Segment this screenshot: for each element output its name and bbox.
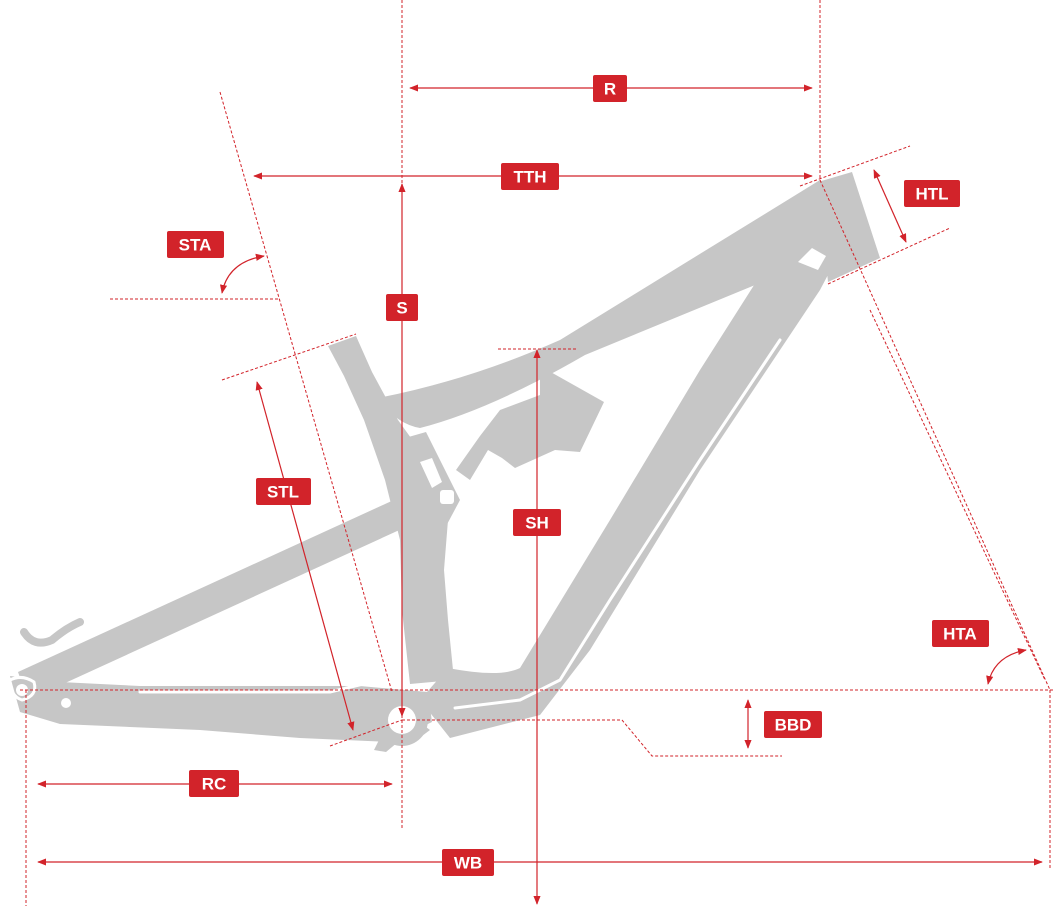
svg-text:R: R	[604, 80, 616, 99]
label-sh: SH	[513, 509, 561, 536]
htl-arrow	[873, 169, 907, 243]
rocker-bolt-window	[440, 490, 454, 504]
svg-text:HTA: HTA	[943, 625, 977, 644]
svg-text:SH: SH	[525, 514, 549, 533]
chainstay-guard-outline	[138, 670, 402, 694]
rear-dropout-hook	[20, 618, 84, 647]
headtube-bottom-cap	[827, 227, 951, 285]
rocker-window	[420, 458, 442, 488]
label-hta: HTA	[932, 620, 989, 647]
svg-text:RC: RC	[202, 775, 227, 794]
svg-text:TTH: TTH	[513, 168, 546, 187]
label-rc: RC	[189, 770, 239, 797]
bb-bottom-cap	[329, 719, 403, 747]
svg-text:HTL: HTL	[915, 185, 948, 204]
svg-text:WB: WB	[454, 854, 482, 873]
bb-drop-reference	[402, 719, 782, 757]
hta-angle-arc	[986, 647, 1027, 685]
seat-tube	[328, 336, 454, 684]
steering-axis	[819, 179, 1051, 691]
headtube-cable-port	[798, 248, 826, 270]
downtube-guard-outline	[453, 338, 782, 710]
label-wb: WB	[442, 849, 494, 876]
seat-stay	[18, 488, 430, 700]
link-pivot-hole	[573, 369, 583, 379]
label-htl: HTL	[904, 180, 960, 207]
axle-outline	[8, 675, 37, 702]
label-stl: STL	[256, 478, 311, 505]
rear-shock	[456, 366, 604, 480]
svg-text:STA: STA	[179, 236, 212, 255]
label-s: S	[386, 294, 418, 321]
label-bbd: BBD	[764, 711, 822, 738]
label-sta: STA	[167, 231, 224, 258]
top-tube	[378, 180, 840, 428]
headtube-top-cap	[799, 145, 911, 187]
seat-tube-top-cap	[221, 333, 357, 381]
bike-frame-silhouette	[8, 172, 880, 752]
stl-arrow	[255, 381, 355, 731]
down-tube	[420, 218, 840, 738]
label-r: R	[593, 75, 627, 102]
label-tth: TTH	[501, 163, 559, 190]
sta-angle-arc	[220, 253, 265, 294]
chainstay-pivot-hole	[61, 698, 71, 708]
svg-text:BBD: BBD	[775, 716, 812, 735]
svg-text:S: S	[396, 299, 407, 318]
dimension-arrows	[37, 84, 1043, 905]
steering-axis-extension	[869, 309, 1046, 681]
svg-text:STL: STL	[267, 483, 299, 502]
dimension-labels: R TTH HTL STA S STL SH HTA	[167, 75, 989, 876]
